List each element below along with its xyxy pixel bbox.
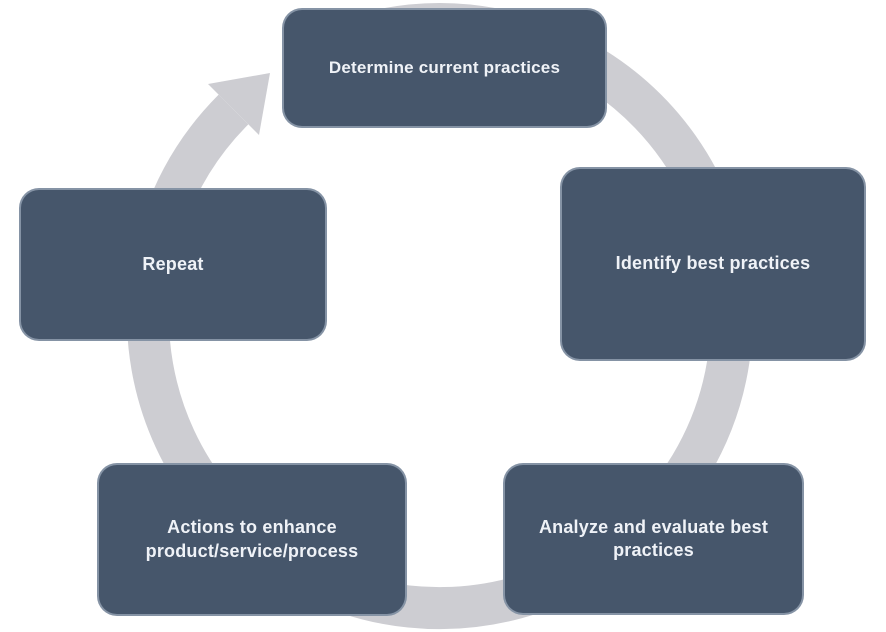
node-identify-best-practices: Identify best practices bbox=[560, 167, 866, 361]
arrowhead-icon bbox=[208, 73, 270, 135]
node-analyze-and-evaluate-best-practices: Analyze and evaluate best practices bbox=[503, 463, 804, 615]
node-determine-current-practices: Determine current practices bbox=[282, 8, 607, 128]
node-label: Determine current practices bbox=[328, 57, 561, 77]
node-label: Repeat bbox=[142, 253, 204, 274]
node-repeat: Repeat bbox=[19, 188, 327, 341]
node-label: Actions to enhance product/service/proce… bbox=[145, 517, 359, 561]
node-label: Identify best practices bbox=[615, 253, 811, 274]
node-label: Analyze and evaluate best practices bbox=[538, 516, 769, 560]
node-actions-to-enhance: Actions to enhance product/service/proce… bbox=[97, 463, 407, 616]
